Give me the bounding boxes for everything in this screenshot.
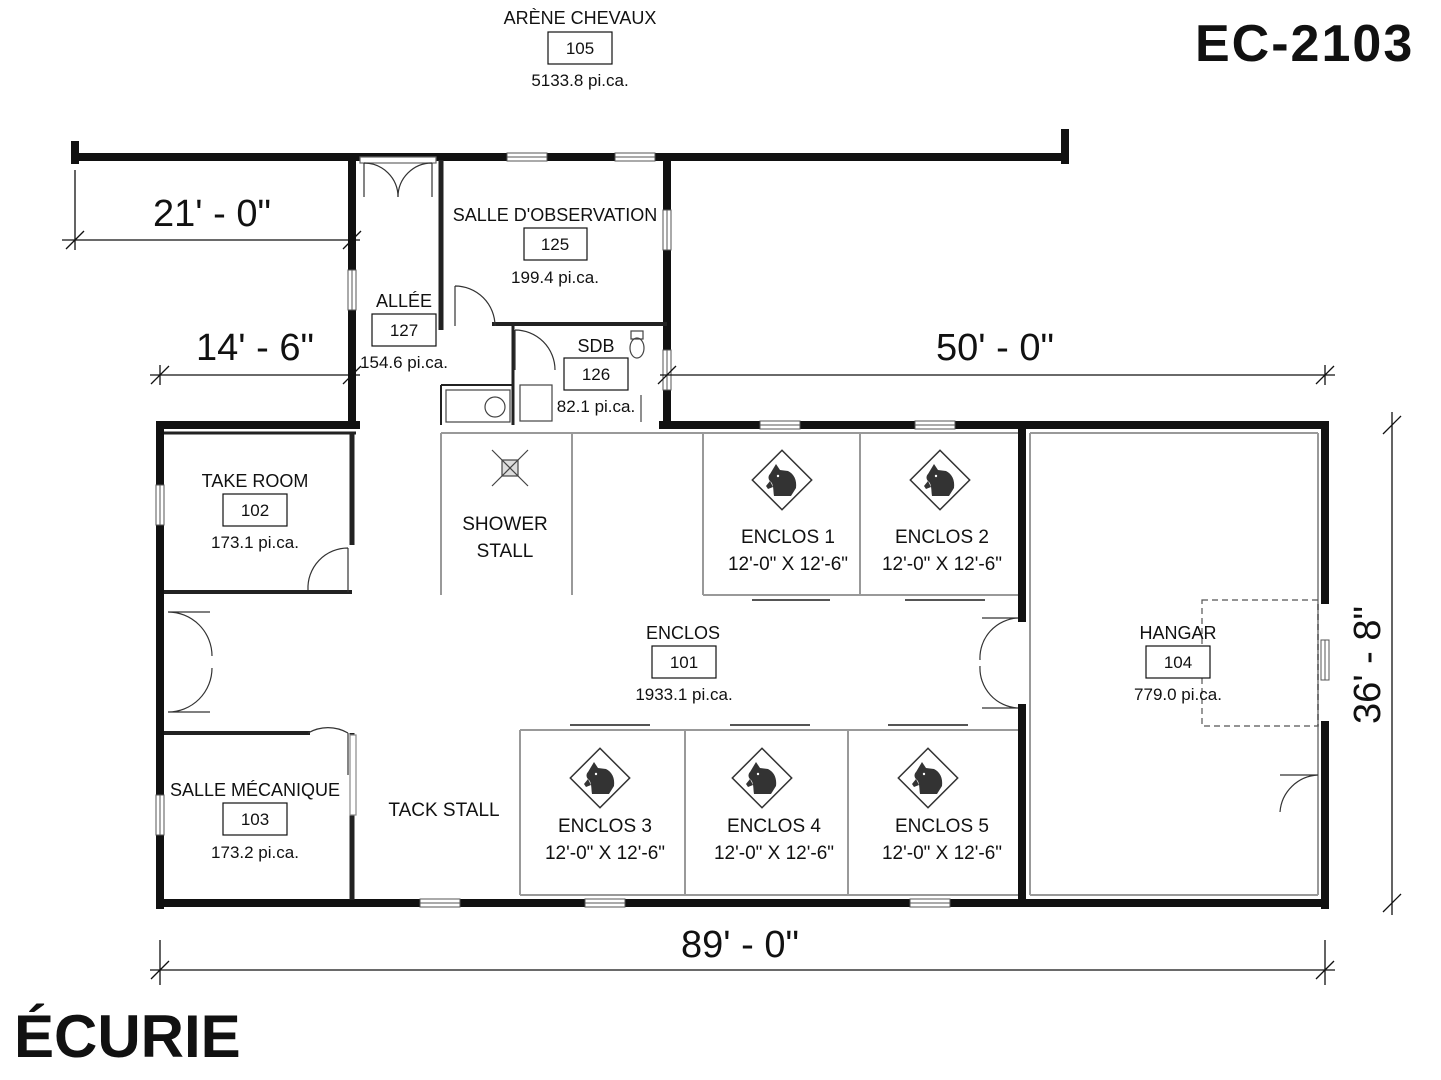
room-name: ARÈNE CHEVAUX xyxy=(504,8,657,28)
room-tag-allee: ALLÉE 127 154.6 pi.ca. xyxy=(360,291,448,372)
stall-label: ENCLOS 1 12'-0" X 12'-6" xyxy=(728,527,848,575)
interior-walls xyxy=(164,160,1319,900)
tack-stall-label: TACK STALL xyxy=(388,800,499,821)
room-area: 82.1 pi.ca. xyxy=(557,397,635,416)
stall-size: 12'-0" X 12'-6" xyxy=(545,843,665,864)
room-name: ENCLOS xyxy=(646,623,720,643)
dimension-label: 36' - 8" xyxy=(1347,606,1389,724)
dimension-lines xyxy=(62,170,1402,985)
room-number: 104 xyxy=(1164,653,1192,672)
room-area: 779.0 pi.ca. xyxy=(1134,685,1222,704)
plan-name: ÉCURIE xyxy=(14,1003,241,1070)
room-number: 127 xyxy=(390,321,418,340)
room-area: 5133.8 pi.ca. xyxy=(531,71,628,90)
horse-head-icon xyxy=(731,747,793,809)
stall-name: ENCLOS 4 xyxy=(727,816,821,837)
stall-label: ENCLOS 3 12'-0" X 12'-6" xyxy=(545,816,665,864)
room-number: 125 xyxy=(541,235,569,254)
stall-name: ENCLOS 2 xyxy=(895,527,989,548)
room-area: 154.6 pi.ca. xyxy=(360,353,448,372)
room-name: HANGAR xyxy=(1139,623,1216,643)
stall-label: ENCLOS 2 12'-0" X 12'-6" xyxy=(882,527,1002,575)
stall-size: 12'-0" X 12'-6" xyxy=(714,843,834,864)
room-tag-mecanique: SALLE MÉCANIQUE 103 173.2 pi.ca. xyxy=(170,780,340,862)
room-tag-hangar: HANGAR 104 779.0 pi.ca. xyxy=(1134,623,1222,704)
stall-size: 12'-0" X 12'-6" xyxy=(882,554,1002,575)
plan-code: EC-2103 xyxy=(1195,15,1415,73)
stall-name: ENCLOS 1 xyxy=(741,527,835,548)
shower-drain-icon xyxy=(491,449,529,487)
stall-label: ENCLOS 4 12'-0" X 12'-6" xyxy=(714,816,834,864)
room-name: ALLÉE xyxy=(376,291,432,311)
horse-head-icon xyxy=(751,449,813,511)
room-name: SDB xyxy=(577,336,614,356)
dimension-label: 21' - 0" xyxy=(153,193,271,235)
room-tag-enclos: ENCLOS 101 1933.1 pi.ca. xyxy=(635,623,732,704)
room-area: 1933.1 pi.ca. xyxy=(635,685,732,704)
shower-stall-label: STALL xyxy=(477,541,534,562)
room-number: 102 xyxy=(241,501,269,520)
room-name: SALLE MÉCANIQUE xyxy=(170,780,340,800)
room-number: 101 xyxy=(670,653,698,672)
room-tag-arene: ARÈNE CHEVAUX 105 5133.8 pi.ca. xyxy=(504,8,657,90)
room-number: 103 xyxy=(241,810,269,829)
dimension-label: 14' - 6" xyxy=(196,327,314,369)
stall-name: ENCLOS 3 xyxy=(558,816,652,837)
stall-label: ENCLOS 5 12'-0" X 12'-6" xyxy=(882,816,1002,864)
doors xyxy=(167,156,1319,816)
room-tag-take-room: TAKE ROOM 102 173.1 pi.ca. xyxy=(202,471,309,552)
room-area: 199.4 pi.ca. xyxy=(511,268,599,287)
room-tag-sdb: SDB 126 82.1 pi.ca. xyxy=(557,336,635,416)
stall-size: 12'-0" X 12'-6" xyxy=(728,554,848,575)
horse-head-icon xyxy=(897,747,959,809)
room-area: 173.2 pi.ca. xyxy=(211,843,299,862)
room-name: TAKE ROOM xyxy=(202,471,309,491)
room-number: 126 xyxy=(582,365,610,384)
shower-stall-label: SHOWER xyxy=(462,514,548,535)
horse-head-icon xyxy=(569,747,631,809)
room-tag-observation: SALLE D'OBSERVATION 125 199.4 pi.ca. xyxy=(453,205,658,287)
bathroom-fixtures xyxy=(445,330,645,423)
room-name: SALLE D'OBSERVATION xyxy=(453,205,658,225)
room-number: 105 xyxy=(566,39,594,58)
dimension-label: 89' - 0" xyxy=(681,924,799,966)
room-area: 173.1 pi.ca. xyxy=(211,533,299,552)
dimension-label: 50' - 0" xyxy=(936,327,1054,369)
stall-size: 12'-0" X 12'-6" xyxy=(882,843,1002,864)
horse-head-icon xyxy=(909,449,971,511)
stall-name: ENCLOS 5 xyxy=(895,816,989,837)
